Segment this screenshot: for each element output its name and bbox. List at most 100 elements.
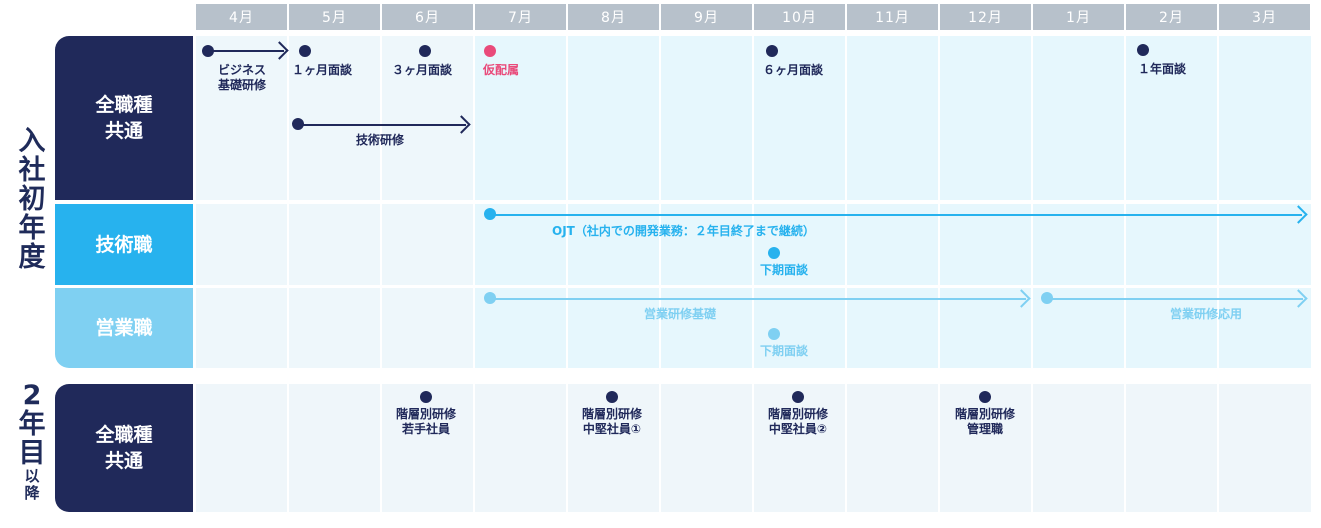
month-mar: 3月 — [1219, 4, 1310, 30]
sales-basic-label: 営業研修基礎 — [643, 307, 716, 321]
month-dec: 12月 — [940, 4, 1031, 30]
sales-h2-interview-dot — [768, 328, 780, 340]
grid-cell — [940, 204, 1031, 285]
grid-cell — [754, 384, 845, 512]
grid-cell — [847, 384, 938, 512]
grid-cell — [847, 288, 938, 368]
month-jul: 7月 — [475, 4, 566, 30]
grid-cell — [661, 204, 752, 285]
tech-h2-interview-label: 下期面談 — [760, 263, 809, 277]
business-training-line — [208, 50, 284, 52]
grid-cell — [1033, 384, 1124, 512]
grid-cell — [847, 204, 938, 285]
grid-cell — [1219, 36, 1311, 200]
tier-mid1-dot — [606, 391, 618, 403]
grid-cell — [754, 288, 845, 368]
grid-cell — [1033, 36, 1124, 200]
sales-basic-line — [490, 298, 1026, 300]
ojt-label: OJT（社内での開発業務：２年目終了まで継続） — [552, 224, 815, 238]
month-may: 5月 — [289, 4, 380, 30]
business-training-label: ビジネス基礎研修 — [217, 63, 266, 92]
row-label-all-jobs-first-year: 全職種共通 — [55, 36, 193, 200]
grid-cell — [382, 384, 473, 512]
interview-3m-dot — [419, 45, 431, 57]
month-nov: 11月 — [847, 4, 938, 30]
grid-cell — [568, 204, 659, 285]
grid-cell — [289, 288, 380, 368]
grid-cell — [568, 384, 659, 512]
tier-mid2-dot — [792, 391, 804, 403]
grid-cell — [940, 36, 1031, 200]
ojt-line — [490, 214, 1302, 216]
grid-cell — [940, 288, 1031, 368]
grid-cell — [289, 204, 380, 285]
grid-cell — [196, 204, 287, 285]
grid-cell — [568, 288, 659, 368]
row-label-engineer: 技術職 — [55, 204, 193, 285]
grid-cell — [1033, 204, 1124, 285]
grid-cell — [289, 36, 380, 200]
tier-mgmt-dot — [979, 391, 991, 403]
grid-cell — [1126, 288, 1217, 368]
grid-cell — [1219, 288, 1311, 368]
tech-training-line — [298, 124, 466, 126]
grid-cell — [1219, 384, 1311, 512]
interview-6m-dot — [766, 45, 778, 57]
grid-cell — [754, 36, 845, 200]
grid-cell — [196, 36, 287, 200]
interview-1m-dot — [299, 45, 311, 57]
grid-cell — [847, 36, 938, 200]
grid-cell — [382, 204, 473, 285]
provisional-label: 仮配属 — [483, 63, 520, 77]
month-oct: 10月 — [754, 4, 845, 30]
grid-cell — [475, 36, 566, 200]
grid-cell — [196, 384, 287, 512]
grid-cell — [661, 288, 752, 368]
tech-h2-interview-dot — [768, 247, 780, 259]
tech-training-label: 技術研修 — [355, 133, 404, 147]
grid-cell — [1126, 204, 1217, 285]
grid-cell — [661, 36, 752, 200]
sales-applied-label: 営業研修応用 — [1169, 307, 1242, 321]
tier-young-dot — [420, 391, 432, 403]
second-year-vertical-label: 2 年 目 以 降 — [18, 380, 46, 502]
grid-cell — [661, 384, 752, 512]
business-training-dot — [202, 45, 214, 57]
grid-cell — [382, 36, 473, 200]
grid-cell — [475, 384, 566, 512]
tech-training-dot — [292, 118, 304, 130]
interview-1y-label: １年面談 — [1138, 62, 1187, 76]
month-apr: 4月 — [196, 4, 287, 30]
sales-applied-line — [1047, 298, 1303, 300]
interview-1y-dot — [1137, 44, 1149, 56]
tier-young-label: 階層別研修若手社員 — [395, 407, 456, 436]
interview-1m-label: １ヶ月面談 — [292, 63, 353, 77]
grid-cell — [1219, 204, 1311, 285]
interview-6m-label: ６ヶ月面談 — [763, 63, 824, 77]
provisional-dot — [484, 45, 496, 57]
row-label-all-jobs-second-year: 全職種共通 — [55, 384, 193, 512]
month-jan: 1月 — [1033, 4, 1124, 30]
sales-basic-dot — [484, 292, 496, 304]
tier-mid1-label: 階層別研修中堅社員① — [581, 407, 642, 436]
grid-cell — [382, 288, 473, 368]
grid-cell — [1126, 384, 1217, 512]
month-feb: 2月 — [1126, 4, 1217, 30]
sales-h2-interview-label: 下期面談 — [760, 344, 809, 358]
month-aug: 8月 — [568, 4, 659, 30]
month-sep: 9月 — [661, 4, 752, 30]
tier-mid2-label: 階層別研修中堅社員② — [767, 407, 828, 436]
month-jun: 6月 — [382, 4, 473, 30]
grid-cell — [568, 36, 659, 200]
grid-cell — [289, 384, 380, 512]
interview-3m-label: ３ヶ月面談 — [392, 63, 453, 77]
first-year-vertical-label: 入 社 初 年 度 — [18, 126, 46, 273]
sales-applied-dot — [1041, 292, 1053, 304]
tier-mgmt-label: 階層別研修管理職 — [954, 407, 1015, 436]
grid-cell — [196, 288, 287, 368]
grid-cell — [754, 204, 845, 285]
ojt-dot — [484, 208, 496, 220]
grid-cell — [940, 384, 1031, 512]
row-label-sales: 営業職 — [55, 288, 193, 368]
grid-cell — [1126, 36, 1217, 200]
